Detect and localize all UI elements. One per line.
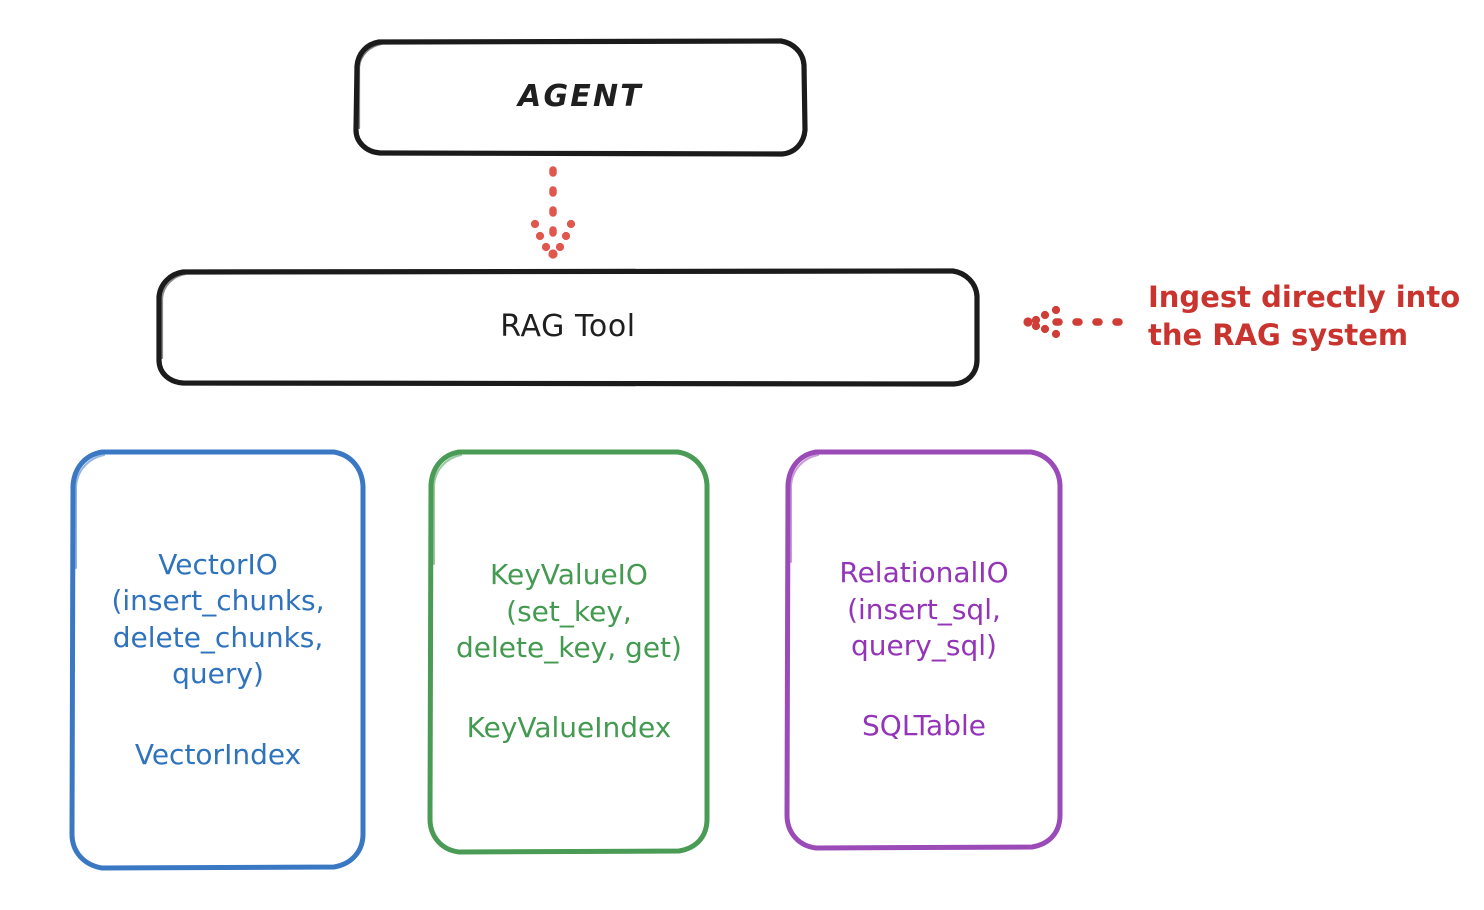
key-value-io-api-label: KeyValueIO (set_key, delete_key, get)	[456, 558, 682, 664]
connector-agent-to-rag-tool	[530, 166, 576, 259]
vector-io-api-label: VectorIO (insert_chunks, delete_chunks, …	[111, 548, 325, 691]
node-agent[interactable]: AGENT	[353, 38, 808, 157]
node-key-value-io[interactable]: KeyValueIO (set_key, delete_key, get) Ke…	[426, 448, 712, 856]
connector-ingest-to-rag-tool	[1023, 305, 1132, 339]
relational-io-index-label: SQLTable	[862, 709, 986, 743]
relational-io-api-label: RelationalIO (insert_sql, query_sql)	[839, 556, 1009, 662]
agent-label: AGENT	[518, 79, 643, 115]
vector-io-index-label: VectorIndex	[134, 737, 302, 771]
node-vector-io[interactable]: VectorIO (insert_chunks, delete_chunks, …	[68, 448, 368, 872]
node-relational-io[interactable]: RelationalIO (insert_sql, query_sql) SQL…	[783, 448, 1065, 852]
rag-tool-label: RAG Tool	[500, 309, 636, 345]
key-value-io-index-label: KeyValueIndex	[466, 711, 672, 745]
ingest-annotation-label: Ingest directly into the RAG system	[1148, 280, 1461, 352]
node-rag-tool[interactable]: RAG Tool	[155, 268, 981, 387]
